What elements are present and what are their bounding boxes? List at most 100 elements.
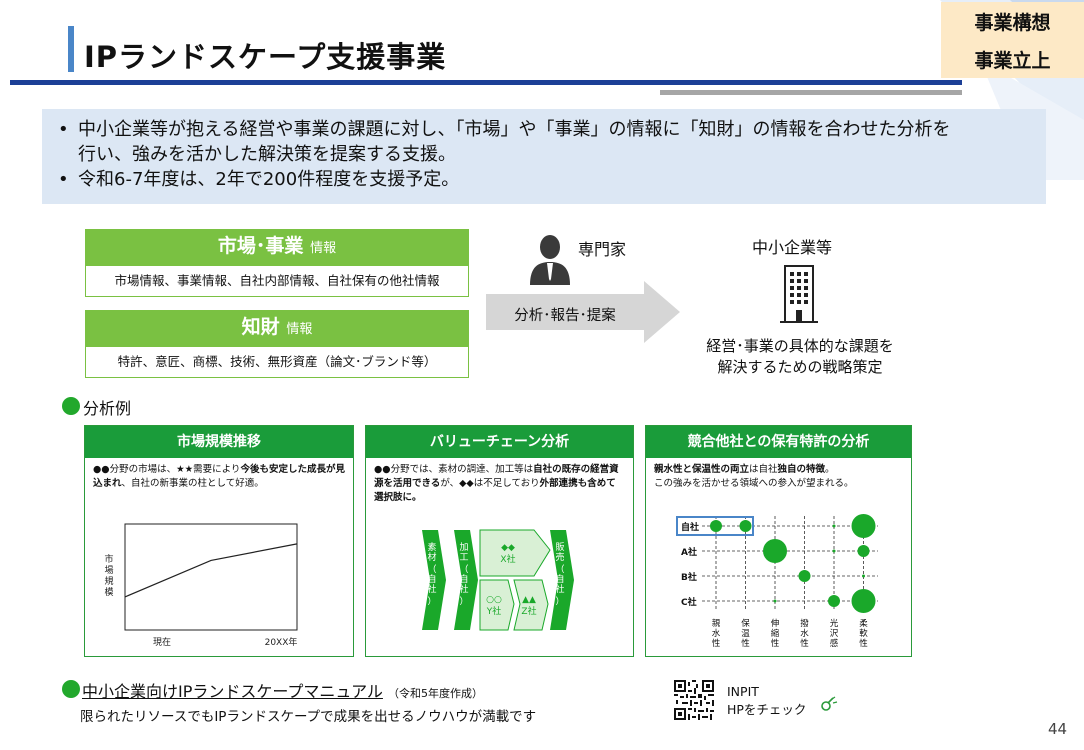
market-size-chart: 市 場 規 模 現在 20XX年 <box>104 523 298 648</box>
sales-step-label: 販 売 （ 自 社 ） <box>555 541 564 607</box>
expert-person-icon <box>530 235 570 285</box>
y-company-mark: ○○ <box>486 595 502 605</box>
manual-subtitle: 限られたリソースでもIPランドスケープで成果を出せるノウハウが満載です <box>80 709 537 725</box>
column-label: 撥 <box>800 618 809 629</box>
tag-business-launch: 事業立上 <box>941 40 1084 78</box>
svg-text:社: 社 <box>427 583 436 595</box>
title-underline <box>10 80 962 85</box>
x-tick-end: 20XX年 <box>265 636 298 648</box>
ip-info-body: 特許、意匠、商標、技術、無形資産（論文･ブランド等） <box>85 347 469 378</box>
building-icon <box>780 265 818 323</box>
summary-box: • 中小企業等が抱える経営や事業の課題に対し、「市場」や「事業」の情報に「知財」… <box>42 109 1046 204</box>
manual-link[interactable]: 中小企業向けIPランドスケープマニュアル <box>82 682 383 701</box>
column-label: 性 <box>741 638 750 649</box>
svg-text:自: 自 <box>427 573 436 585</box>
row-label: B社 <box>681 571 697 583</box>
svg-text:）: ） <box>555 596 564 607</box>
summary-bullet-continued: 行い、強みを活かした解決策を提案する支援。 <box>78 144 456 165</box>
patent-bubble <box>828 595 840 607</box>
row-label: C社 <box>681 596 697 608</box>
market-info-body: 市場情報、事業情報、自社内部情報、自社保有の他社情報 <box>85 266 469 297</box>
page-title: IPランドスケープ支援事業 <box>84 40 447 74</box>
value-chain-diagram: 素 材 （ 自 社 ） 加 工 （ 自 社 ） 販 売 （ 自 社 ） ◆◆ X… <box>422 529 574 631</box>
summary-bullet: • 令和6-7年度は、2年で200件程度を支援予定。 <box>58 169 460 190</box>
column-label: 性 <box>771 638 780 649</box>
ip-info-box: 知財 情報 特許、意匠、商標、技術、無形資産（論文･ブランド等） <box>85 310 469 378</box>
patent-bubble <box>739 520 752 532</box>
patent-bubble <box>832 549 836 553</box>
patent-bubble <box>763 539 787 563</box>
svg-text:加: 加 <box>459 542 468 553</box>
svg-text:素: 素 <box>427 541 436 553</box>
page-number: 44 <box>1048 720 1068 738</box>
patent-bubble <box>773 599 777 603</box>
svg-text:工: 工 <box>459 553 468 563</box>
self-row-highlight <box>676 516 754 536</box>
market-size-panel: 市場規模推移 ●●分野の市場は、★★需要により今後も安定した成長が見込まれ、自社… <box>84 425 354 657</box>
y-company-name: Y社 <box>486 605 502 617</box>
ip-info-heading: 知財 情報 <box>85 310 469 347</box>
expert-label: 専門家 <box>578 240 627 259</box>
svg-text:）: ） <box>459 596 468 607</box>
y-axis-label-2: 場 <box>104 564 113 576</box>
z-company-mark: ▲▲ <box>522 595 536 605</box>
column-label: 性 <box>800 638 809 649</box>
market-series-line <box>124 543 298 598</box>
svg-text:）: ） <box>427 596 436 607</box>
column-label: 保 <box>741 618 750 629</box>
svg-text:（: （ <box>555 564 564 575</box>
patent-bubble <box>832 524 836 528</box>
panel-title: 市場規模推移 <box>85 426 353 458</box>
material-step-label: 素 材 （ 自 社 ） <box>427 541 436 607</box>
column-label: 感 <box>830 638 839 649</box>
patent-bubble <box>851 589 876 613</box>
patent-analysis-panel: 競合他社との保有特許の分析 親水性と保温性の両立は自社独自の特徴。 この強みを活… <box>645 425 912 657</box>
tag-business-concept: 事業構想 <box>941 2 1084 40</box>
column-label: 温 <box>741 628 750 639</box>
column-label: 性 <box>859 638 868 649</box>
svg-text:（: （ <box>459 564 468 575</box>
example-bullet-icon <box>62 397 80 415</box>
row-label: 自社 <box>681 521 699 533</box>
panel-description: 親水性と保温性の両立は自社独自の特徴。 この強みを活かせる領域への参入が望まれる… <box>654 464 854 489</box>
examples-label: 分析例 <box>83 399 132 418</box>
column-label: 縮 <box>771 628 780 639</box>
x-company-name: X社 <box>500 553 515 565</box>
arrow-label: 分析･報告･提案 <box>514 308 616 324</box>
svg-text:社: 社 <box>459 583 468 595</box>
panel-description: ●●分野の市場は、★★需要により今後も安定した成長が見込まれ、自社の新事業の柱と… <box>93 464 345 489</box>
panel-description: ●●分野では、素材の調達、加工等は自社の既存の経営資源を活用できるが、◆◆は不足… <box>374 464 619 503</box>
sme-label: 中小企業等 <box>752 238 833 257</box>
svg-text:販: 販 <box>555 541 564 553</box>
svg-text:材: 材 <box>427 551 436 563</box>
panel-title: 競合他社との保有特許の分析 <box>646 426 911 458</box>
value-chain-panel: バリューチェーン分析 ●●分野では、素材の調達、加工等は自社の既存の経営資源を活… <box>365 425 634 657</box>
row-label: A社 <box>681 546 697 558</box>
patent-bubble <box>862 574 865 578</box>
inpit-link-text: INPIT HPをチェック <box>727 684 807 717</box>
analysis-arrow-icon <box>486 281 680 343</box>
market-info-box: 市場･事業 情報 市場情報、事業情報、自社内部情報、自社保有の他社情報 <box>85 229 469 297</box>
y-axis-label-1: 市 <box>104 553 113 565</box>
column-label: 軟 <box>859 628 868 639</box>
summary-bullet: • 中小企業等が抱える経営や事業の課題に対し、「市場」や「事業」の情報に「知財」… <box>58 119 951 140</box>
svg-text:社: 社 <box>555 583 564 595</box>
column-label: 性 <box>712 638 721 649</box>
column-label: 柔 <box>859 618 868 629</box>
column-label: 水 <box>800 628 809 639</box>
svg-text:自: 自 <box>555 573 564 585</box>
patent-bubble <box>710 520 722 532</box>
column-label: 沢 <box>830 628 839 639</box>
sme-description: 経営･事業の具体的な課題を 解決するための戦略策定 <box>706 337 894 376</box>
process-step-label: 加 工 （ 自 社 ） <box>459 542 468 607</box>
patent-bubble <box>851 514 876 538</box>
column-label: 伸 <box>771 618 780 629</box>
z-company-name: Z社 <box>521 605 536 617</box>
qr-code-icon[interactable] <box>674 680 714 720</box>
column-label: 親 <box>712 618 721 629</box>
x-tick-start: 現在 <box>153 636 171 648</box>
manual-bullet-icon <box>62 680 80 698</box>
svg-text:（: （ <box>427 564 436 575</box>
y-axis-label-4: 模 <box>104 587 113 598</box>
svg-text:売: 売 <box>555 551 564 563</box>
